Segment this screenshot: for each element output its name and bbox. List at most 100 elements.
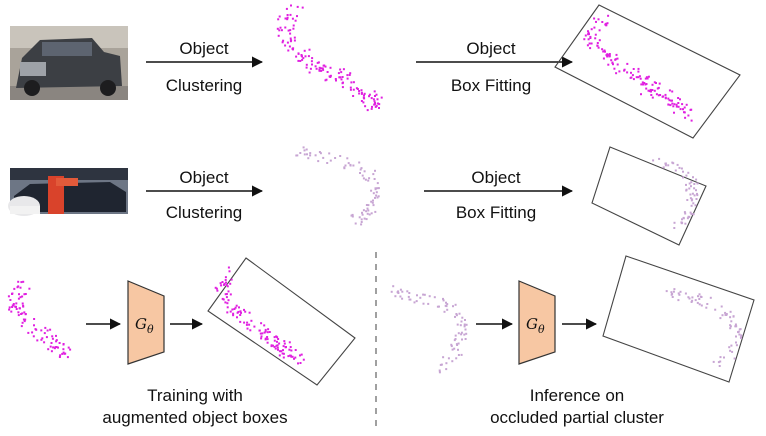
lidar-point — [643, 82, 646, 84]
inference-generator-label: Gθ — [526, 315, 545, 336]
lidar-point — [693, 194, 696, 197]
lidar-point — [292, 47, 295, 50]
lidar-point — [630, 76, 633, 79]
lidar-point — [322, 156, 325, 159]
lidar-point — [8, 308, 11, 311]
lidar-point — [651, 83, 654, 86]
lidar-point — [305, 63, 308, 66]
lidar-point — [33, 324, 35, 327]
lidar-point — [50, 342, 53, 344]
lidar-point — [671, 99, 673, 102]
lidar-point — [445, 305, 448, 308]
training-input-cluster — [7, 280, 72, 359]
lidar-point — [293, 36, 296, 39]
lidar-point — [286, 16, 289, 19]
lidar-point — [464, 328, 467, 331]
lidar-point — [689, 197, 692, 200]
lidar-point — [12, 303, 15, 305]
lidar-point — [219, 282, 222, 285]
lidar-point — [316, 61, 319, 64]
lidar-point — [320, 69, 323, 72]
lidar-point — [637, 67, 640, 70]
lidar-point — [359, 168, 362, 171]
lidar-point — [690, 301, 693, 303]
lidar-point — [650, 90, 652, 93]
lidar-point — [673, 227, 676, 229]
lidar-point — [376, 182, 379, 185]
lidar-point — [712, 360, 715, 363]
lidar-point — [641, 81, 644, 84]
lidar-point — [54, 346, 57, 349]
lidar-point — [378, 103, 381, 106]
lidar-point — [299, 152, 302, 154]
training-output-box — [207, 257, 356, 386]
lidar-point — [695, 198, 698, 200]
lidar-point — [668, 89, 671, 92]
lidar-point — [719, 356, 722, 359]
lidar-point — [224, 293, 227, 296]
lidar-point — [360, 92, 363, 95]
training-caption: Training with augmented object boxes — [60, 385, 330, 429]
lidar-point — [463, 325, 466, 328]
lidar-point — [667, 97, 670, 100]
lidar-point — [380, 96, 383, 99]
lidar-point — [19, 296, 22, 299]
lidar-point — [724, 313, 727, 316]
lidar-point — [593, 26, 596, 29]
lidar-point — [27, 331, 30, 334]
lidar-point — [302, 146, 305, 149]
lidar-point — [668, 99, 671, 102]
lidar-point — [728, 346, 731, 349]
lidar-point — [667, 103, 670, 106]
row1-boxfit-bottom-label: Box Fitting — [450, 76, 532, 95]
lidar-point — [672, 290, 675, 293]
lidar-point — [17, 280, 20, 283]
lidar-point — [678, 293, 681, 296]
lidar-point — [363, 217, 366, 220]
lidar-point — [605, 22, 608, 25]
lidar-point — [416, 294, 418, 297]
inference-input-cluster — [390, 285, 468, 374]
lidar-point — [454, 338, 457, 340]
lidar-point — [33, 318, 36, 320]
lidar-point — [681, 103, 684, 106]
lidar-point — [653, 89, 656, 92]
lidar-point — [366, 109, 369, 112]
lidar-point — [737, 331, 739, 334]
lidar-point — [664, 97, 667, 100]
lidar-point — [307, 157, 310, 160]
lidar-point — [238, 306, 240, 309]
lidar-point — [371, 105, 373, 108]
lidar-point — [640, 93, 642, 96]
lidar-point — [670, 291, 673, 294]
lidar-point — [11, 306, 14, 308]
lidar-point — [351, 213, 354, 216]
lidar-point — [346, 157, 349, 160]
lidar-point — [664, 162, 667, 165]
lidar-point — [458, 312, 461, 315]
lidar-point — [236, 316, 238, 319]
lidar-point — [13, 287, 16, 290]
lidar-point — [588, 42, 591, 45]
lidar-point — [294, 349, 297, 351]
lidar-point — [735, 335, 737, 338]
lidar-point — [682, 108, 684, 111]
lidar-point — [611, 61, 614, 64]
lidar-point — [693, 187, 696, 190]
lidar-point — [653, 81, 656, 84]
lidar-point — [275, 335, 278, 338]
lidar-point — [224, 279, 227, 281]
lidar-point — [373, 100, 376, 103]
lidar-point — [363, 94, 365, 97]
lidar-point — [442, 297, 444, 300]
lidar-point — [626, 62, 629, 65]
lidar-point — [587, 31, 590, 34]
lidar-point — [226, 302, 229, 305]
lidar-point — [719, 317, 722, 320]
lidar-point — [302, 57, 305, 60]
lidar-point — [278, 342, 281, 345]
lidar-point — [17, 311, 20, 314]
lidar-point — [289, 354, 291, 357]
lidar-point — [670, 293, 673, 296]
